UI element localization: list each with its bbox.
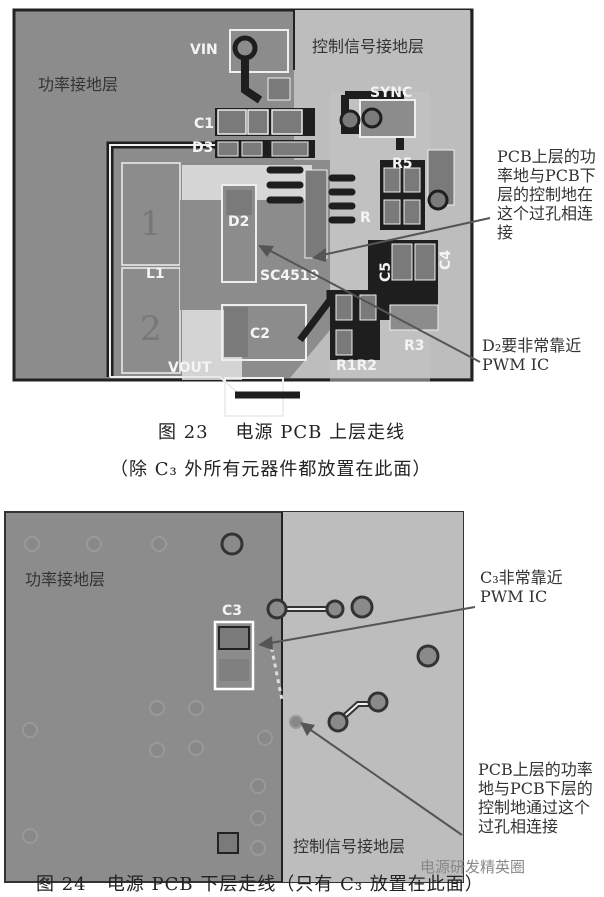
pcb-bottom-layer: 功率接地层 控制信号接地层 C3: [4, 511, 476, 883]
r4-label: R: [360, 210, 371, 226]
d2-label: D2: [228, 214, 249, 230]
control-ground-label: 控制信号接地层: [312, 37, 424, 56]
vout-label: VOUT: [168, 360, 212, 376]
d3-label: D3: [192, 140, 213, 156]
via-arrow: [317, 217, 491, 257]
c1-label: C1: [194, 116, 214, 132]
figure24-caption: 图 24 电源 PCB 下层走线（只有 C₃ 放置在此面）: [36, 870, 484, 896]
d2-arrow: [264, 247, 481, 363]
watermark: 电源研发精英圈: [420, 858, 526, 876]
r1r2-label: R1R2: [336, 358, 377, 374]
inductor-pin-1: 1: [140, 204, 162, 244]
control-ground-label-bottom: 控制信号接地层: [293, 837, 405, 856]
vin-label: VIN: [190, 42, 218, 58]
d2-annotation: D₂要非常靠近PWM IC: [482, 336, 582, 374]
ic-label: SC4519: [260, 268, 319, 284]
figure23-caption: 图 23 电源 PCB 上层走线: [158, 418, 405, 444]
c5-label: C5: [378, 262, 394, 282]
figure24-title: 电源 PCB 下层走线（只有 C₃ 放置在此面）: [106, 874, 484, 895]
c3-annotation: C₃非常靠近PWM IC: [480, 568, 563, 606]
figure24-number: 图 24: [36, 874, 87, 895]
figure23-number: 图 23: [158, 422, 209, 443]
c3-label: C3: [222, 603, 242, 619]
c4-label: C4: [438, 250, 454, 270]
c2-label: C2: [250, 326, 270, 342]
pcb-top-layer: 功率接地层 控制信号接地层 VIN VOUT C1 D3 D2 L1 C2 SC…: [12, 8, 491, 417]
r3-label: R3: [404, 338, 425, 354]
via-arrow-bottom: [304, 725, 463, 836]
inductor-pin-2: 2: [140, 309, 162, 349]
power-ground-label: 功率接地层: [38, 75, 118, 94]
figure23-title: 电源 PCB 上层走线: [235, 422, 406, 443]
r5-label: R5: [392, 156, 413, 172]
sync-label: SYNC: [370, 85, 412, 101]
c3-component: [213, 620, 255, 691]
figure23-subtitle: （除 C₃ 外所有元器件都放置在此面）: [110, 459, 432, 480]
via-annotation: PCB上层的功率地与PCB下层的控制地在这个过孔相连接: [497, 147, 596, 242]
l1-label: L1: [146, 266, 165, 282]
power-ground-label-bottom: 功率接地层: [25, 570, 105, 589]
via-annotation-bottom: PCB上层的功率地与PCB下层的控制地通过这个过孔相连接: [478, 760, 593, 836]
c3-arrow: [264, 606, 476, 645]
